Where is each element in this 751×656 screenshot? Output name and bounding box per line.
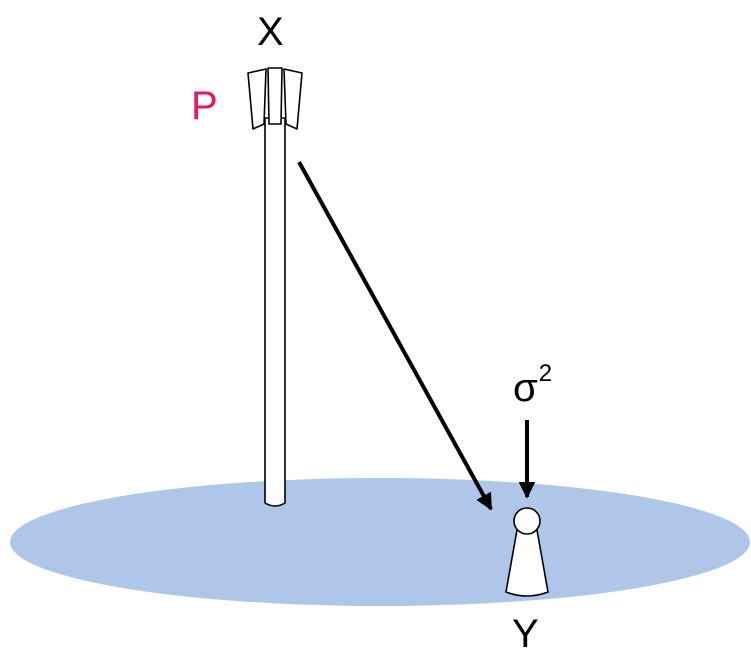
antenna-middle-panel [267,67,283,125]
tower-mast [264,117,286,507]
signal-arrow [297,161,493,511]
noise-exponent: 2 [538,360,553,387]
user-pawn-icon [505,507,549,597]
antenna-left-panel [247,68,267,130]
antenna-right-panel [283,68,303,130]
power-label: P [191,84,218,128]
ground-plane [10,478,750,606]
receiver-head [513,507,541,535]
receiver-label: Y [512,612,539,656]
receiver-body [505,529,549,597]
transmitter-label: X [257,10,284,54]
antenna-tower-icon [247,67,303,507]
noise-symbol: σ [513,366,538,410]
noise-variance-label: σ2 [513,362,552,410]
